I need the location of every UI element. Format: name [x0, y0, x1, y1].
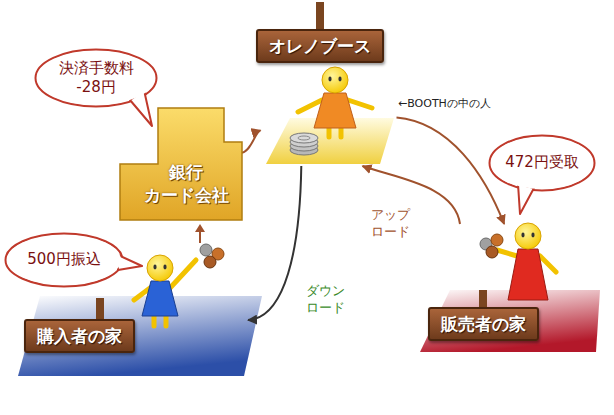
booth-sign: オレノブース — [261, 4, 397, 166]
head — [147, 255, 173, 281]
house-sign: 販売者の家 — [414, 224, 598, 354]
arm — [348, 100, 372, 108]
arm — [497, 250, 517, 256]
platform — [18, 296, 262, 376]
buyer-coins — [200, 244, 224, 268]
coin — [290, 133, 318, 143]
eye — [531, 233, 534, 238]
sign-posts — [96, 2, 487, 320]
bubble-fill — [37, 51, 155, 105]
dress — [142, 281, 178, 316]
arm — [170, 260, 196, 288]
booth-person — [298, 67, 372, 137]
sign-board: 販売者の家 — [428, 307, 539, 341]
bank-building: 銀行 カード会社 — [120, 108, 242, 220]
speech-bubble: 決済手数料 -28円 — [34, 48, 158, 108]
eye — [338, 77, 341, 82]
sign-board: オレノブース — [256, 29, 384, 63]
sign-post — [316, 2, 324, 32]
buyer-platform — [18, 296, 262, 376]
arm — [298, 100, 322, 112]
bubble-ellipse — [6, 234, 123, 287]
head — [515, 223, 541, 249]
arrow-line — [199, 231, 201, 243]
coin-stack — [290, 133, 318, 155]
bubble-text: 500円振込 — [27, 250, 101, 270]
dress — [314, 93, 356, 128]
eye — [521, 233, 524, 238]
bubble-fill — [7, 235, 121, 285]
seller-coins — [480, 234, 503, 258]
speech-bubble: 500円振込 — [4, 232, 124, 288]
buyer-person — [134, 255, 196, 326]
eye — [328, 77, 331, 82]
bubble-text: 472円受取 — [505, 153, 579, 173]
edge-label: アップ ロード — [366, 207, 414, 241]
bubble-ellipse — [490, 136, 595, 191]
bubble-fill — [491, 137, 593, 189]
flow-arrow — [248, 166, 301, 320]
sign-post — [96, 298, 104, 320]
bubble-text: 決済手数料 -28円 — [56, 59, 136, 98]
eye — [163, 265, 166, 270]
building-label: 銀行 カード会社 — [141, 161, 231, 207]
building-shape — [120, 108, 242, 220]
speech-bubble: 472円受取 — [488, 134, 596, 192]
bubble-tail — [518, 184, 534, 214]
dress — [508, 249, 548, 300]
flow-arrow — [242, 130, 261, 152]
coin — [204, 256, 216, 268]
arrow-head — [195, 224, 205, 232]
house-sign: 購入者の家 — [16, 290, 248, 376]
coin — [298, 136, 310, 140]
sign-board: 購入者の家 — [24, 319, 135, 353]
head — [322, 67, 348, 93]
eye — [153, 265, 156, 270]
payment-arrow — [195, 224, 205, 243]
coin — [491, 234, 503, 246]
edge-label: ダウン ロード — [301, 283, 349, 317]
annotation-label: ←BOOTHの中の人 — [398, 96, 491, 111]
coin — [200, 244, 212, 256]
coin — [486, 246, 498, 258]
seller-person — [497, 223, 556, 300]
